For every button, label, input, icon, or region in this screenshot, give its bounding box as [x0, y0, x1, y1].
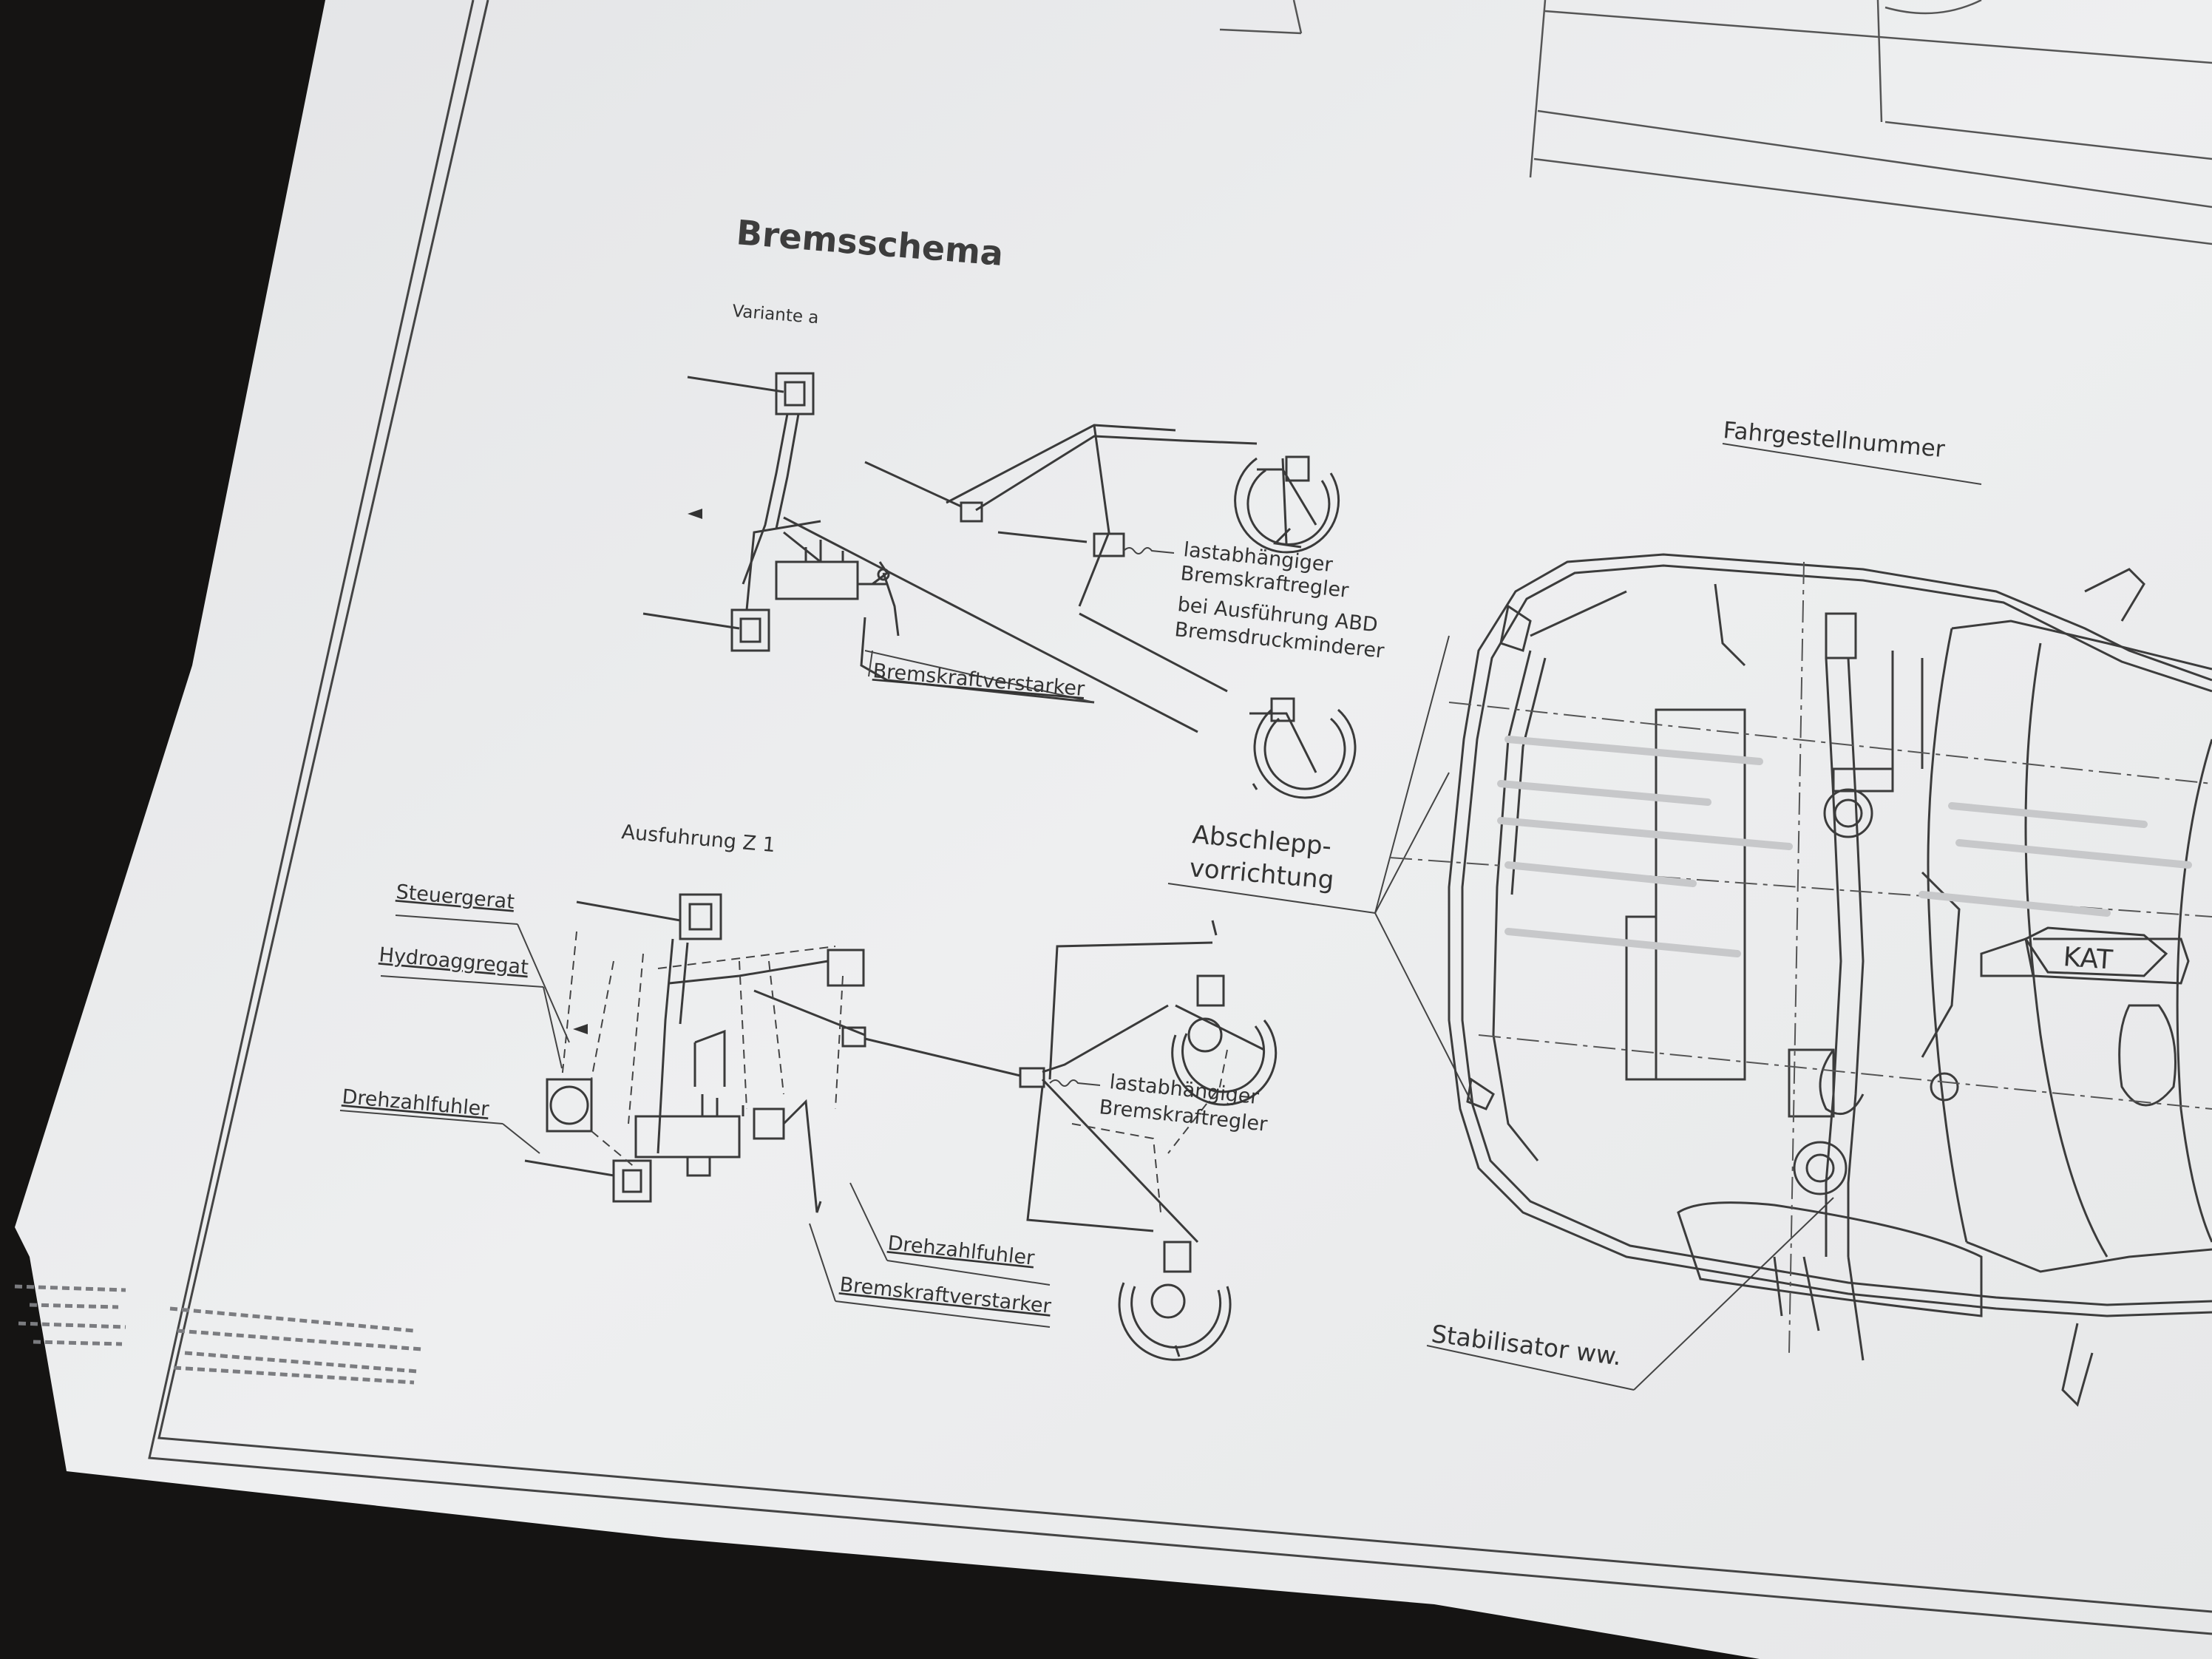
car-topview-drawing: [1448, 553, 2212, 1407]
brake-diagram-variant-z1: [524, 893, 1278, 1361]
brake-diagram-variant-a: [642, 372, 1357, 799]
callout-leader-lines: [339, 443, 1982, 1391]
ghosted-text-lines: [1497, 736, 2192, 957]
paper-sheet: [15, 0, 2212, 1659]
flow-arrow-icon: [573, 1024, 588, 1034]
dashed-signal-wires-z1: [561, 931, 1228, 1213]
dimension-lines-top: [1219, 0, 2212, 245]
scan-noise-marks: [14, 1284, 422, 1385]
flow-arrow-icon: [688, 509, 702, 519]
catalyst-label: KAT: [2062, 942, 2114, 976]
kat-catalyst-box: [2023, 926, 2168, 977]
drawing-border-frame: [148, 0, 2212, 1635]
